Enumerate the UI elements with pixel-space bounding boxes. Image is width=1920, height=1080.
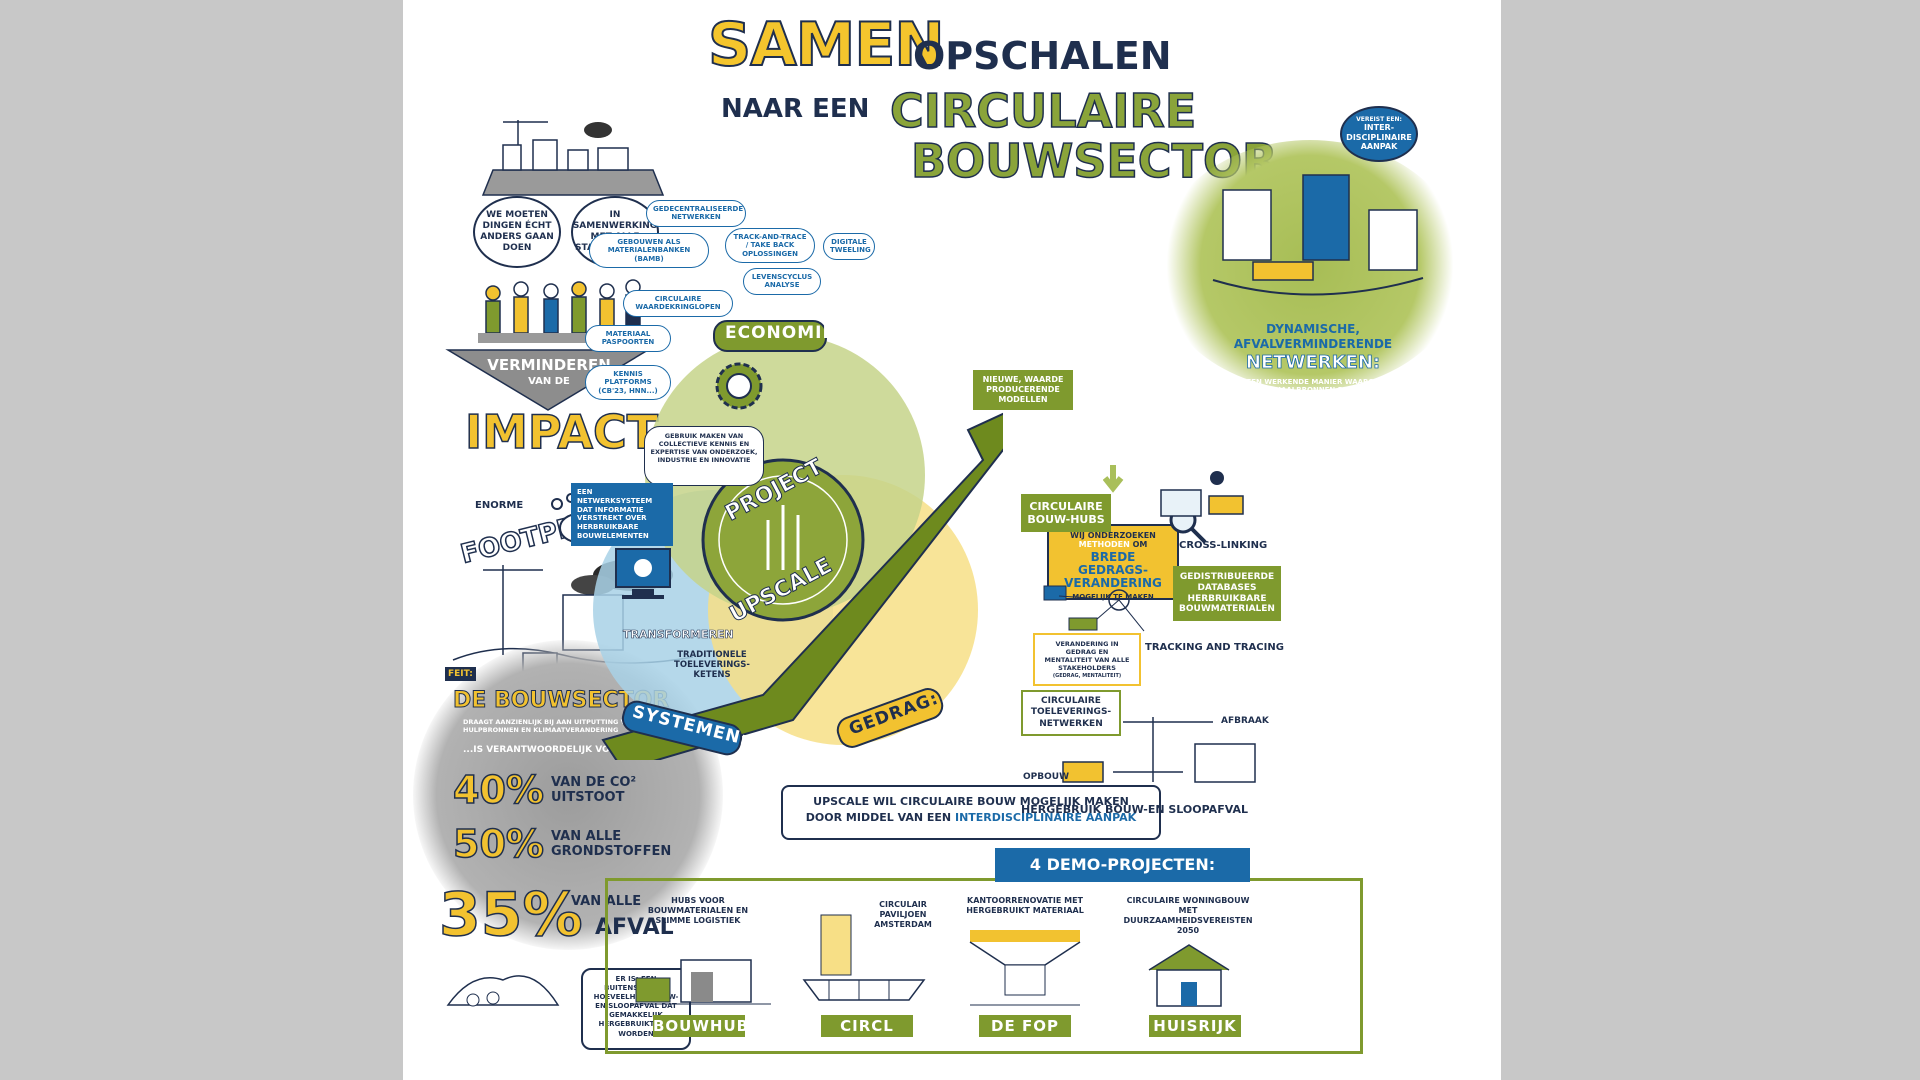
demo-title-de-fop: KANTOORRENOVATIE MET HERGEBRUIKT MATERIA… bbox=[966, 896, 1084, 915]
cloud-kennis-platforms: KENNIS PLATFORMS (CB'23, HNN...) bbox=[585, 365, 671, 401]
onderzoek-part-d: BREDE GEDRAGS-VERANDERING bbox=[1064, 550, 1162, 591]
crosslinking-label: CROSS-LINKING bbox=[1179, 540, 1268, 551]
impact-heading: IMPACT bbox=[464, 404, 659, 460]
statement-line-b: DOOR MIDDEL VAN EEN INTERDISCIPLINAIRE A… bbox=[793, 811, 1149, 824]
vereist-label: VEREIST EEN: bbox=[1356, 116, 1402, 123]
netwerken-subtext: EEN WERKENDE MANIER WAAROP MATERIAALBRON… bbox=[1246, 378, 1380, 402]
afbraak-label: AFBRAAK bbox=[1221, 716, 1269, 726]
cloud-gedecentraliseerde: GEDECENTRALISEERDE NETWERKEN bbox=[646, 200, 746, 227]
stat-40-text: VAN DE CO² UITSTOOT bbox=[551, 775, 637, 805]
bouwsector-subtext: DRAAGT AANZIENLIJK BIJ AAN UITPUTTING VA… bbox=[463, 718, 636, 735]
afvalverminderende-label: AFVALVERMINDERENDE bbox=[1233, 337, 1393, 351]
infographic-poster: SAMEN OPSCHALEN NAAR EEN CIRCULAIRE BOUW… bbox=[403, 0, 1501, 1080]
toeleverings-box: CIRCULAIRE TOELEVERINGS-NETWERKEN bbox=[1021, 690, 1121, 736]
circl-pavilion-illustration bbox=[802, 914, 926, 1001]
economie-banner bbox=[713, 320, 827, 352]
onderzoek-part-e: MOGELIJK TE MAKEN bbox=[1072, 592, 1154, 601]
title-opschalen: OPSCHALEN bbox=[913, 34, 1172, 78]
vereist-bubble: VEREIST EEN: INTER-DISCIPLINAIRE AANPAK bbox=[1340, 106, 1418, 162]
onderzoek-part-c: OM bbox=[1132, 540, 1148, 549]
van-de-label: VAN DE bbox=[528, 376, 570, 387]
stat-35-text-b: AFVAL bbox=[595, 915, 674, 940]
netwerken-label: NETWERKEN: bbox=[1245, 352, 1381, 374]
onderzoek-line-1: WIJ ONDERZOEKEN METHODEN OM bbox=[1054, 531, 1172, 549]
statement-part-c: INTERDISCIPLINAIRE AANPAK bbox=[954, 811, 1137, 824]
demo-projects-heading: 4 DEMO-PROJECTEN: bbox=[995, 848, 1250, 882]
transformeren-label: TRANSFORMEREN bbox=[623, 628, 734, 642]
cloud-materiaal-paspoorten: MATERIAAL PASPOORTEN bbox=[585, 325, 671, 352]
verandering-text: VERANDERING IN GEDRAG EN MENTALITEIT VAN… bbox=[1044, 640, 1130, 673]
cloud-bamb: GEBOUWEN ALS MATERIALENBANKEN (BAMB) bbox=[589, 233, 709, 269]
stat-40-percent: 40% bbox=[452, 767, 544, 813]
enorme-label: ENORME bbox=[475, 500, 524, 511]
hubs-flow-arrows bbox=[1103, 465, 1124, 493]
opbouw-label: OPBOUW bbox=[1023, 772, 1069, 782]
netwerksysteem-tag: EEN NETWERKSYSTEEM DAT INFORMATIE VERSTR… bbox=[571, 483, 673, 546]
demo-label-de-fop: DE FOP bbox=[979, 1015, 1071, 1037]
demo-label-bouwhub: BOUWHUB bbox=[653, 1015, 750, 1037]
title-naar-een: NAAR EEN bbox=[721, 94, 870, 124]
title-samen: SAMEN bbox=[707, 9, 946, 81]
city-skyline-illustration bbox=[481, 120, 665, 196]
verandering-subtext: (GEDRAG, MENTALITEIT) bbox=[1052, 672, 1122, 679]
cloud-waardekringlopen: CIRCULAIRE WAARDEKRINGLOPEN bbox=[623, 290, 733, 317]
upscale-statement-box: UPSCALE WIL CIRCULAIRE BOUW MOGELIJK MAK… bbox=[781, 785, 1161, 840]
demo-projects-frame bbox=[605, 878, 1363, 1054]
demo-title-huisrijk: CIRCULAIRE WONINGBOUW MET DUURZAAMHEIDSV… bbox=[1123, 896, 1253, 935]
verminderen-label: VERMINDEREN bbox=[487, 356, 611, 374]
demo-title-bouwhub: HUBS VOOR BOUWMATERIALEN EN SLIMME LOGIS… bbox=[647, 896, 749, 925]
cloud-track-trace: TRACK-AND-TRACE / TAKE BACK OPLOSSINGEN bbox=[725, 228, 815, 264]
verandering-tag: VERANDERING IN GEDRAG EN MENTALITEIT VAN… bbox=[1033, 633, 1141, 686]
speech-bubble-anders: WE MOETEN DINGEN ÉCHT ANDERS GAAN DOEN bbox=[473, 196, 561, 268]
huisrijk-house-illustration bbox=[1148, 944, 1230, 1007]
stat-50-text: VAN ALLE GRONDSTOFFEN bbox=[551, 829, 672, 859]
kennis-expertise-bubble: GEBRUIK MAKEN VAN COLLECTIEVE KENNIS EN … bbox=[644, 426, 764, 486]
demo-label-circl: CIRCL bbox=[821, 1015, 913, 1037]
dynamische-label: DYNAMISCHE, bbox=[1266, 322, 1360, 336]
cloud-digitale-tweeling: DIGITALE TWEELING bbox=[823, 233, 875, 260]
de-fop-office-illustration bbox=[969, 930, 1081, 1006]
demo-label-huisrijk: HUISRIJK bbox=[1149, 1015, 1241, 1037]
computer-network-icon bbox=[615, 548, 671, 599]
nieuwe-modellen-tag: NIEUWE, WAARDE PRODUCERENDE MODELLEN bbox=[973, 370, 1073, 410]
cross-linking-illustration bbox=[1160, 471, 1244, 517]
onderzoek-part-b: METHODEN bbox=[1078, 540, 1130, 549]
traditionele-ketens-label: TRADITIONELE TOELEVERINGS-KETENS bbox=[674, 650, 750, 680]
title-circulaire: CIRCULAIRE bbox=[889, 83, 1197, 139]
crane-reuse-illustration bbox=[1062, 717, 1256, 783]
gear-icon bbox=[715, 362, 763, 410]
responsible-label: ...IS VERANTWOORDELIJK VOOR: bbox=[463, 745, 628, 755]
economie-label: ECONOMIE: bbox=[725, 323, 843, 343]
statement-line-a: UPSCALE WIL CIRCULAIRE BOUW MOGELIJK MAK… bbox=[813, 795, 1129, 808]
stat-50-percent: 50% bbox=[452, 821, 544, 867]
tracking-label: TRACKING AND TRACING bbox=[1145, 642, 1284, 653]
rubble-pile-illustration bbox=[446, 975, 560, 1007]
inter-disciplinaire-label: INTER-DISCIPLINAIRE AANPAK bbox=[1346, 123, 1412, 152]
network-buildings-illustration bbox=[1212, 174, 1424, 296]
hergebruik-label: HERGEBRUIK BOUW-EN SLOOPAFVAL bbox=[1021, 803, 1248, 816]
onderzoek-part-a: WIJ ONDERZOEKEN bbox=[1070, 531, 1156, 540]
statement-part-b: DOOR MIDDEL VAN EEN bbox=[805, 811, 952, 824]
feit-label: FEIT: bbox=[445, 667, 476, 681]
tracking-network-illustration bbox=[1043, 585, 1145, 632]
databases-block: GEDISTRIBUEERDE DATABASES HERBRUIKBARE B… bbox=[1173, 566, 1281, 622]
demo-title-circl: CIRCULAIR PAVILJOEN AMSTERDAM bbox=[874, 900, 932, 929]
stat-35-percent: 35% bbox=[438, 879, 583, 951]
venn-diagram bbox=[593, 335, 1003, 760]
onderzoek-box: WIJ ONDERZOEKEN METHODEN OM BREDE GEDRAG… bbox=[1047, 524, 1179, 601]
bouwhubs-block: CIRCULAIRE BOUW-HUBS bbox=[1021, 494, 1111, 533]
bouwhub-illustration bbox=[631, 959, 771, 1005]
cloud-levenscyclus: LEVENSCYCLUS ANALYSE bbox=[743, 268, 821, 295]
